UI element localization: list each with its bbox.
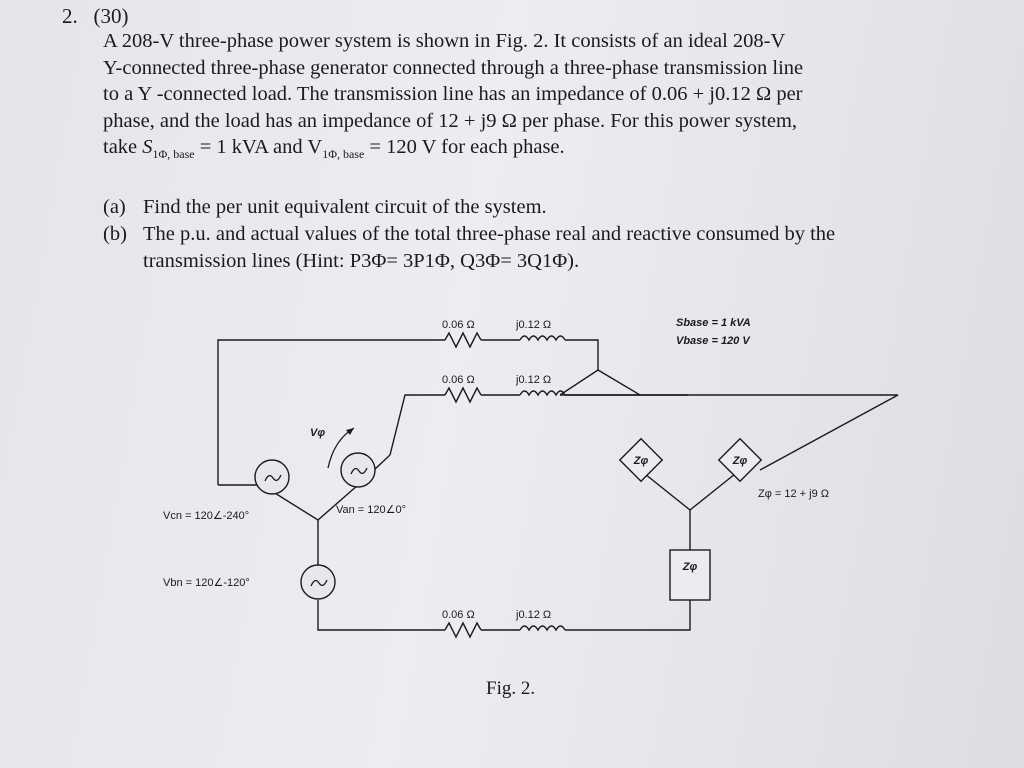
van-label: Van = 120∠0° bbox=[336, 504, 406, 516]
problem-statement: A 208-V three-phase power system is show… bbox=[103, 28, 933, 168]
line-reactance-label: j0.12 Ω bbox=[515, 319, 551, 331]
circuit-wires bbox=[217, 331, 899, 639]
s-symbol: S bbox=[142, 136, 153, 158]
s-subscript: 1Φ, base bbox=[152, 147, 195, 162]
load-impedance-2: Zφ bbox=[717, 437, 763, 483]
line-resistance-label: 0.06 Ω bbox=[442, 319, 475, 331]
vbn-label: Vbn = 120∠-120° bbox=[163, 577, 250, 589]
question-number: 2. (30) bbox=[62, 4, 129, 29]
part-label: (a) bbox=[103, 196, 126, 218]
part-label: (b) bbox=[103, 223, 127, 245]
text-fragment: = 1 kVA and V bbox=[194, 136, 323, 158]
question-points: (30) bbox=[93, 4, 129, 28]
line-resistance-label: 0.06 Ω bbox=[442, 609, 475, 621]
load-impedance-1: Zφ bbox=[618, 437, 664, 483]
arrowhead-icon bbox=[346, 428, 354, 435]
text-fragment: take bbox=[103, 136, 143, 158]
load-label: Zφ bbox=[633, 455, 649, 467]
source-bn-icon bbox=[300, 564, 336, 600]
line-resistance-label: 0.06 Ω bbox=[442, 374, 475, 386]
statement-line: phase, and the load has an impedance of … bbox=[103, 109, 798, 132]
line-reactance-label: j0.12 Ω bbox=[515, 374, 551, 386]
line-reactance-label: j0.12 Ω bbox=[515, 609, 551, 621]
load-impedance-3: Zφ bbox=[669, 549, 711, 601]
part-b: (b) The p.u. and actual values of the to… bbox=[103, 221, 933, 275]
part-a: (a) Find the per unit equivalent circuit… bbox=[103, 194, 933, 221]
question-parts: (a) Find the per unit equivalent circuit… bbox=[103, 194, 933, 275]
v-subscript: 1Φ, base bbox=[322, 147, 365, 162]
sbase-label: Sbase = 1 kVA bbox=[676, 317, 751, 329]
vbase-label: Vbase = 120 V bbox=[676, 335, 751, 347]
question-label: 2. bbox=[62, 4, 78, 28]
statement-line: A 208-V three-phase power system is show… bbox=[103, 30, 786, 52]
figure-caption: Fig. 2. bbox=[486, 678, 536, 699]
part-text: Find the per unit equivalent circuit of … bbox=[143, 196, 547, 218]
load-impedance-label: Zφ = 12 + j9 Ω bbox=[758, 488, 829, 500]
text-fragment: = 120 V for each phase. bbox=[364, 136, 565, 158]
load-label: Zφ bbox=[682, 561, 698, 573]
statement-line-bases: take S1Φ, base = 1 kVA and V1Φ, base = 1… bbox=[103, 134, 933, 168]
vphi-label: Vφ bbox=[310, 427, 325, 439]
statement-line: to a Y -connected load. The transmission… bbox=[103, 83, 803, 105]
load-label: Zφ bbox=[732, 455, 748, 467]
source-cn-icon bbox=[254, 459, 290, 495]
vcn-label: Vcn = 120∠-240° bbox=[163, 510, 249, 522]
source-an-icon bbox=[340, 452, 376, 488]
part-text: The p.u. and actual values of the total … bbox=[143, 223, 836, 272]
statement-line: Y-connected three-phase generator connec… bbox=[103, 56, 804, 79]
